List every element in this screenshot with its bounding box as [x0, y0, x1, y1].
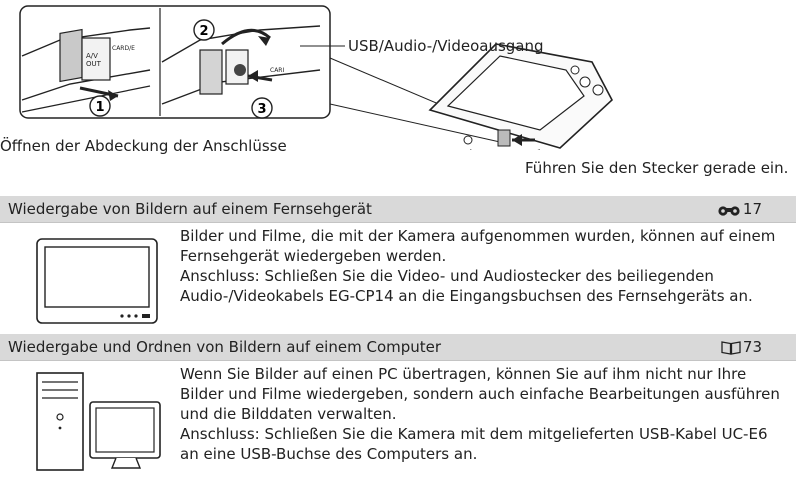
section-header-tv: Wiedergabe von Bildern auf einem Fernseh… [0, 196, 796, 223]
section-ref-page-tv: 17 [742, 200, 762, 218]
section-ref-computer[interactable]: 73 [721, 337, 762, 357]
svg-text:CARI: CARI [270, 67, 284, 74]
open-cover-caption: Öffnen der Abdeckung der Anschlüsse [0, 137, 287, 155]
computer-paragraph-2: Anschluss: Schließen Sie die Kamera mit … [180, 425, 768, 463]
computer-description: Wenn Sie Bilder auf einen PC übertragen,… [180, 364, 780, 464]
step-2-number: 2 [199, 24, 208, 39]
tv-paragraph-2: Anschluss: Schließen Sie die Video- und … [180, 267, 753, 305]
section-title-tv: Wiedergabe von Bildern auf einem Fernseh… [8, 200, 372, 218]
section-title-computer: Wiedergabe und Ordnen von Bildern auf ei… [8, 338, 442, 356]
computer-paragraph-1: Wenn Sie Bilder auf einen PC übertragen,… [180, 365, 780, 423]
svg-text:CARD/E: CARD/E [112, 45, 135, 52]
connection-illustration: A/V OUT CARD/E 1 CARI 2 3 [19, 5, 613, 150]
port-cover-detail-box: A/V OUT CARD/E 1 CARI 2 3 [19, 5, 331, 119]
section-ref-page-computer: 73 [742, 338, 762, 356]
section-ref-tv[interactable]: 17 [717, 199, 762, 219]
tv-paragraph-1: Bilder und Filme, die mit der Kamera auf… [180, 227, 776, 265]
book-icon [721, 340, 741, 355]
svg-text:OUT: OUT [86, 60, 102, 68]
binoculars-icon [718, 205, 740, 216]
section-header-computer: Wiedergabe und Ordnen von Bildern auf ei… [0, 334, 796, 361]
computer-icon [36, 372, 161, 471]
step-3-number: 3 [257, 102, 266, 117]
camera-drawing [428, 43, 613, 150]
svg-text:A/V: A/V [86, 52, 98, 60]
tv-icon [36, 238, 158, 324]
step-1-number: 1 [95, 100, 104, 115]
tv-description: Bilder und Filme, die mit der Kamera auf… [180, 226, 780, 306]
usb-av-output-callout: USB/Audio-/Videoausgang [348, 37, 544, 55]
insert-plug-caption: Führen Sie den Stecker gerade ein. [525, 159, 789, 177]
